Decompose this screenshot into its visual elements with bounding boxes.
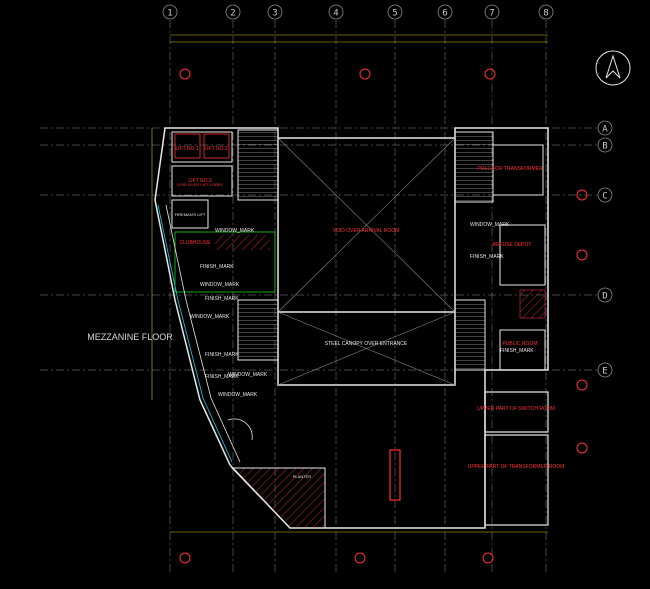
tag-mark: FINISH_MARK xyxy=(205,374,239,380)
grid-label-row: B xyxy=(602,142,607,152)
north-arrow-icon xyxy=(595,50,631,86)
right-core xyxy=(454,131,546,371)
room-label-canopy: STEEL CANOPY OVER ENTRANCE xyxy=(325,341,408,347)
tag-mark: FINISH_MARK xyxy=(470,254,504,260)
grid-bubble-row xyxy=(597,120,613,136)
room-label-transformer: POLE FOR TRANSFORMER xyxy=(477,166,543,172)
grid-label-row: D xyxy=(602,292,607,302)
tag-mark: FINISH_MARK xyxy=(500,348,534,354)
tag-mark: WINDOW_MARK xyxy=(228,372,268,378)
curved-facade xyxy=(157,204,253,463)
grid-label-column: 6 xyxy=(442,9,447,19)
tag-mark: WINDOW_MARK xyxy=(200,282,240,288)
tag-mark: FINISH_MARK xyxy=(205,352,239,358)
grid-label-column: 5 xyxy=(392,9,397,19)
tag-mark: WINDOW_MARK xyxy=(190,314,230,320)
tag-mark: WINDOW_MARK xyxy=(470,222,510,228)
room-label-upper-transformer: UPPER PART OF TRANSFORMER ROOM xyxy=(468,464,565,470)
grid-bubble-column xyxy=(484,4,500,20)
grid-bubble-column xyxy=(162,4,178,20)
room-label-lift-2: LIFT NO.2 xyxy=(204,146,227,152)
grid-label-column: 1 xyxy=(167,9,172,19)
grid-bubble-column xyxy=(387,4,403,20)
grid-bubble-column xyxy=(328,4,344,20)
tag-mark: WINDOW_MARK xyxy=(215,228,255,234)
grid-bubble-row xyxy=(597,287,613,303)
left-core xyxy=(171,129,279,361)
grid-label-column: 7 xyxy=(489,9,494,19)
room-label-depot: REFUSE DEPOT xyxy=(493,242,532,248)
floor-label: MEZZANINE FLOOR xyxy=(87,332,173,342)
tag-mark: WINDOW_MARK xyxy=(218,392,258,398)
room-label-firemans-lift: FIREMAN'S LIFT xyxy=(175,212,206,217)
grid-bubble-row xyxy=(597,137,613,153)
tag-mark: FINISH_MARK xyxy=(205,296,239,302)
room-label-lift-3: LIFT NO.3 xyxy=(188,178,211,184)
room-label-lift-1: LIFT NO.1 xyxy=(175,146,198,152)
grid-bubble-row xyxy=(597,362,613,378)
room-label-public-room: PUBLIC ROOM xyxy=(502,341,537,347)
grid-label-row: A xyxy=(602,125,608,135)
service-rooms xyxy=(389,391,549,526)
grid-label-column: 8 xyxy=(543,9,548,19)
grid-label-column: 2 xyxy=(230,9,235,19)
grid-bubble-column xyxy=(225,4,241,20)
grid-bubble-column xyxy=(437,4,453,20)
grid-label-row: C xyxy=(602,192,607,202)
grid-label-column: 4 xyxy=(333,9,338,19)
room-label-void-hall: VOID OVER ARRIVAL ROOM xyxy=(333,228,400,234)
top-dimension-line xyxy=(170,34,548,43)
room-label-lift-lobby: VOID OVER LIFT LOBBY xyxy=(177,182,223,187)
tag-mark: FINISH_MARK xyxy=(200,264,234,270)
room-label-upper-switch: UPPER PART OF SWITCH ROOM xyxy=(477,406,555,412)
grid-label-row: E xyxy=(602,367,607,377)
grid-bubble-row xyxy=(597,187,613,203)
grid-bubble-column xyxy=(267,4,283,20)
room-label-clubhouse: CLUBHOUSE xyxy=(179,240,211,246)
room-label-planter: PLANTER xyxy=(293,474,312,479)
grid-label-column: 3 xyxy=(272,9,277,19)
section-marker-icon xyxy=(179,68,588,564)
grid-bubble-column xyxy=(538,4,554,20)
planter-area xyxy=(230,467,326,529)
